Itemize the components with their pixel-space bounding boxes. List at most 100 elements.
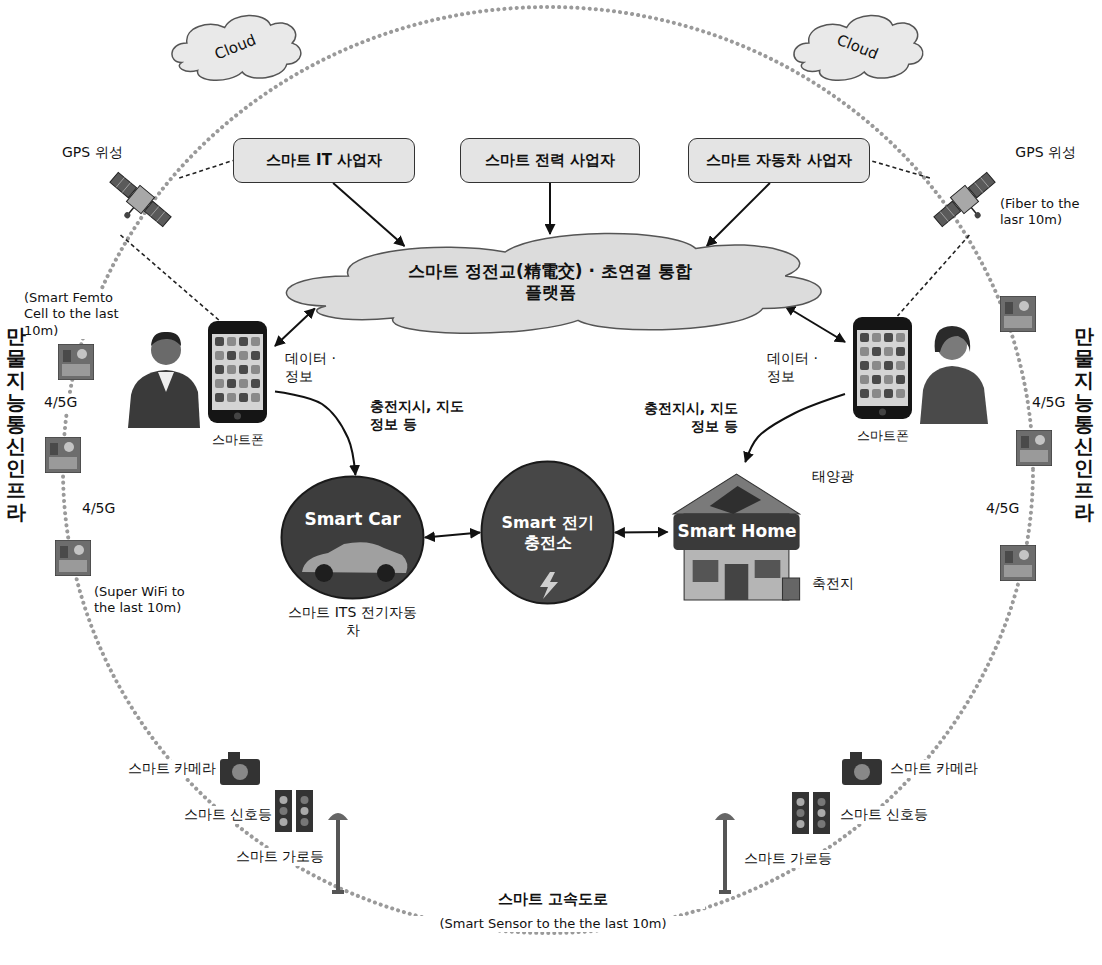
smartphone-icon-outline (227, 365, 236, 374)
smart-car-outline (282, 477, 424, 599)
gps-satellite-outline (116, 177, 124, 187)
smartphone-icon-outline (884, 361, 893, 370)
smartphone-icon-outline (227, 393, 236, 402)
person-figure (128, 370, 200, 428)
smart-car-outline (377, 564, 395, 582)
gps-satellite-outline (946, 206, 954, 216)
gps-satellite-outline (129, 208, 134, 214)
smartphone-icon-outline (227, 337, 236, 346)
annotation-label: 스마트 고속도로 (401, 890, 705, 909)
person-figure (158, 372, 174, 392)
annotation-label: 스마트 카메라 (100, 760, 218, 778)
smart-camera-icon (228, 752, 240, 760)
edge-label: 데이터 · 정보 (765, 350, 823, 385)
network-thumbnail (1016, 430, 1052, 466)
network-thumbnail (1000, 545, 1036, 581)
node-title: 스마트폰 (212, 432, 264, 448)
smartphone-icon-outline (212, 334, 263, 410)
smartphone-icon-outline (853, 317, 912, 419)
annotation-label: 스마트 가로등 (200, 848, 326, 866)
dashed-link (179, 161, 233, 179)
node-title: Smart Car (304, 509, 400, 530)
smart-streetlamp-icon (719, 890, 731, 894)
smartphone-icon-outline (208, 321, 267, 423)
annotation-label: 4/5G (80, 500, 117, 518)
node-title: 스마트 정전교(精電交) · 초연결 통합플랫폼 (400, 261, 700, 304)
smartphone-icon-outline (860, 389, 869, 398)
smartphone-icon-outline (239, 379, 248, 388)
smart-home: Smart Home (667, 462, 806, 602)
smart-home-outline (710, 486, 761, 514)
smartphone-icon-outline (896, 375, 905, 384)
annotation-label: 스마트 가로등 (742, 850, 834, 868)
smart-camera-icon (220, 752, 882, 785)
gps-satellite-outline (971, 208, 976, 214)
gps-satellite-outline (126, 185, 154, 213)
node-title: Smart Home (677, 521, 796, 542)
smart-streetlamp-icon (332, 890, 344, 894)
smart-streetlamp-icon (328, 813, 735, 894)
platform-cloud-outline (286, 234, 821, 334)
smartphone-icon-outline (215, 379, 224, 388)
vertical-label: 만물지능통신 인프라 (1074, 325, 1094, 523)
gps-satellite-outline (150, 206, 158, 216)
smart-signal-icon (813, 792, 830, 834)
network-ring (63, 7, 1033, 933)
smart-signal-icon (301, 818, 309, 826)
annotation-label: 스마트 카메라 (888, 760, 980, 778)
smartphone-icon-outline (872, 333, 881, 342)
smartphone-icon-outline (884, 375, 893, 384)
smartphone-icon-outline (884, 347, 893, 356)
person-figure (920, 326, 988, 424)
node-title: Cloud (212, 30, 259, 63)
person-figure (920, 366, 988, 424)
cloud-shape: Cloud (790, 8, 925, 86)
charging-station-outline (540, 572, 558, 599)
smartphone-icon-outline (227, 351, 236, 360)
arrow-connector (745, 394, 845, 462)
node-title: 스마트 자동차 사업자 (706, 151, 851, 170)
smart-car-outline (280, 475, 425, 600)
gps-satellite-outline (103, 162, 178, 237)
gps-satellite-outline (973, 211, 981, 219)
smart-signal-icon (280, 796, 288, 804)
charging-station-outline (482, 462, 614, 604)
smartphone-icon-outline (215, 337, 224, 346)
annotation-label: 태양광 (810, 468, 856, 486)
smartphone-icon-outline (860, 361, 869, 370)
smart-home-outline (674, 514, 800, 550)
smart-signal-icon (797, 809, 805, 817)
smartphone-icon-outline (215, 351, 224, 360)
node-title: Cloud (834, 30, 881, 63)
smartphone-icon-outline (227, 379, 236, 388)
gps-satellite-outline (927, 162, 1002, 237)
smart-signal-icon (296, 790, 313, 832)
smart-streetlamp-icon (328, 813, 348, 820)
smartphone-icon-outline (239, 393, 248, 402)
gps-satellite-outline (940, 212, 948, 222)
smartphone-icon-outline (879, 409, 886, 416)
smartphone-icon: 스마트폰 (845, 316, 920, 446)
smart-camera-icon (854, 764, 870, 780)
cloud-shape: Cloud (168, 8, 303, 86)
provider-box: 스마트 전력 사업자 (460, 138, 640, 183)
smartphone-icon-outline (884, 389, 893, 398)
network-thumbnail (55, 540, 91, 576)
smartphone-icon-outline (200, 320, 275, 425)
smart-camera-icon (850, 752, 862, 760)
smartphone-icon-outline (251, 393, 260, 402)
node-title: Smart 전기충전소 (495, 513, 600, 553)
smartphone-icon-outline (884, 333, 893, 342)
dashed-link (121, 235, 219, 320)
smart-signal-icon (818, 820, 826, 828)
node-title: 스마트 IT 사업자 (266, 151, 382, 170)
smart-camera-icon (220, 759, 260, 785)
smart-home-outline (725, 564, 749, 600)
person-figure (151, 332, 181, 346)
smartphone-icon-outline (845, 316, 920, 421)
gps-satellite-outline (99, 169, 174, 239)
gps-satellite-outline (950, 185, 978, 213)
annotation-label: (Smart Sensor to the the last 10m) (351, 916, 755, 932)
smart-signal-icon (818, 809, 826, 817)
arrow-connector (615, 531, 667, 534)
